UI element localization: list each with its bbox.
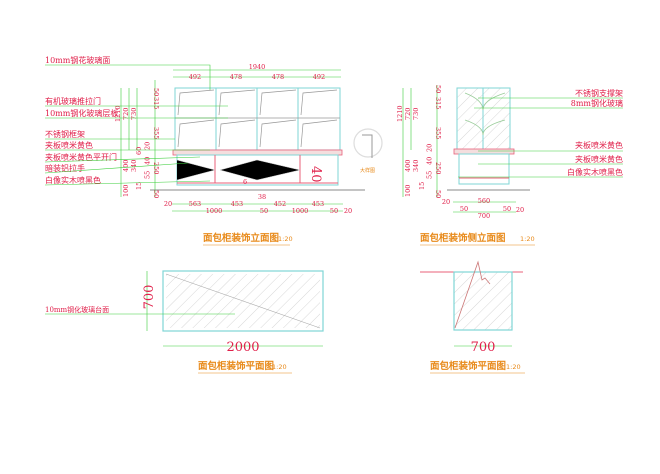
mark-6: 6	[243, 178, 247, 186]
detail-circle	[353, 128, 383, 158]
callout-label: 10mm钢花玻璃面	[45, 55, 110, 65]
dim: 40	[144, 157, 152, 165]
dim-total-width: 1940	[249, 63, 266, 71]
dim: 340	[412, 160, 420, 172]
dim: 1000	[292, 207, 309, 215]
dim: 315	[434, 97, 442, 109]
dim: 453	[312, 200, 324, 208]
side-plan-view: 700 面包柜装饰平面图 1:20	[420, 260, 525, 374]
dim: 100	[404, 185, 412, 197]
side-elevation-title: 面包柜装饰侧立面图	[420, 232, 506, 244]
dim: 20	[164, 200, 172, 208]
dim: 700	[478, 212, 490, 220]
dim: 50	[330, 207, 338, 215]
dim: 720	[122, 108, 130, 120]
dim: 1210	[396, 105, 404, 122]
dim: 40	[426, 157, 434, 165]
dim: 55	[426, 171, 434, 179]
side-counter	[453, 148, 515, 155]
dim: 355	[152, 127, 160, 139]
break-line	[454, 260, 491, 329]
callout-label: 10mm钢化玻璃层板	[45, 108, 118, 118]
plan-title: 面包柜装饰平面图	[198, 360, 274, 372]
dim: 38	[258, 193, 266, 201]
callout-label: 夹板喷米黄色	[575, 140, 623, 150]
plan-width: 2000	[226, 340, 259, 355]
dim: 50	[503, 205, 511, 213]
dim: 478	[272, 73, 284, 81]
dim: 492	[313, 73, 325, 81]
callout-label: 夹板喷米黄色	[45, 140, 93, 150]
plan-depth: 700	[142, 285, 157, 310]
callout-label: 10mm钢化玻璃台面	[45, 305, 109, 314]
dim: 15	[135, 182, 143, 190]
front-labels: 10mm钢花玻璃面 有机玻璃推拉门 10mm钢化玻璃层板 不锈钢框架 夹板喷米黄…	[44, 55, 228, 186]
scale: 1:20	[506, 363, 521, 371]
scale: 1:20	[278, 235, 293, 243]
dim: 50	[260, 207, 268, 215]
dim: 20	[426, 144, 434, 152]
callout-label: 不锈钢框架	[45, 129, 85, 139]
side-plan-width: 700	[471, 340, 496, 355]
callout-label: 白像实木喷黑色	[45, 175, 101, 185]
callout-label: 夹板喷米黄色	[575, 154, 623, 164]
dim: 453	[231, 200, 243, 208]
dim: 400	[122, 160, 130, 172]
dim: 50	[152, 88, 160, 96]
side-plan-title: 面包柜装饰平面图	[430, 360, 506, 372]
dim: 1000	[206, 207, 223, 215]
front-elevation: 1940 492 478 478 492 40 6 1210 720 730 4…	[44, 55, 383, 246]
dim: 15	[418, 182, 426, 190]
dim: 50	[434, 190, 442, 198]
dim: 400	[404, 160, 412, 172]
callout-label: 有机玻璃推拉门	[45, 96, 101, 106]
dim: 560	[478, 197, 490, 205]
scale: 1:20	[520, 235, 535, 243]
callout-label: 不锈钢支撑架	[575, 88, 623, 98]
callout-label: 白像实木喷黑色	[567, 167, 623, 177]
dim: 55	[144, 171, 152, 179]
callout-label: 8mm钢化玻璃	[571, 98, 623, 108]
dim: 355	[434, 127, 442, 139]
dim: 100	[122, 185, 130, 197]
dim: 492	[189, 73, 201, 81]
plan-view: 700 2000 10mm钢化玻璃台面 面包柜装饰平面图 1:20	[45, 270, 324, 374]
dim: 20	[144, 142, 152, 150]
counter-top	[172, 149, 343, 156]
dim: 50	[152, 190, 160, 198]
callout-label: 暗装铝拉手	[45, 163, 85, 173]
scale: 1:20	[272, 363, 287, 371]
mark-40: 40	[308, 166, 323, 183]
callout-label: 夹板喷米黄色平开门	[45, 152, 117, 162]
dim: 340	[130, 160, 138, 172]
dim: 563	[189, 200, 201, 208]
dim: 20	[516, 206, 524, 214]
side-labels: 不锈钢支撑架 8mm钢化玻璃 夹板喷米黄色 夹板喷米黄色 白像实木喷黑色	[458, 88, 623, 178]
side-elevation: 1210 720 730 400 340 100 50 315 355 20 4…	[396, 85, 623, 246]
dim: 452	[274, 200, 286, 208]
dim: 315	[152, 97, 160, 109]
dim: 50	[434, 85, 442, 93]
dim: 720	[404, 108, 412, 120]
dim: 730	[130, 108, 138, 120]
dim: 20	[344, 207, 352, 215]
dim: 1210	[114, 105, 122, 122]
dim: 50	[460, 205, 468, 213]
dim: 478	[230, 73, 242, 81]
dim: 250	[434, 162, 442, 174]
dim: 730	[412, 108, 420, 120]
dim: 20	[442, 198, 450, 206]
front-elevation-title: 面包柜装饰立面图	[203, 232, 279, 244]
dim: 250	[152, 162, 160, 174]
dim: 60	[135, 147, 143, 155]
detail-badge: 大样图	[360, 167, 375, 174]
